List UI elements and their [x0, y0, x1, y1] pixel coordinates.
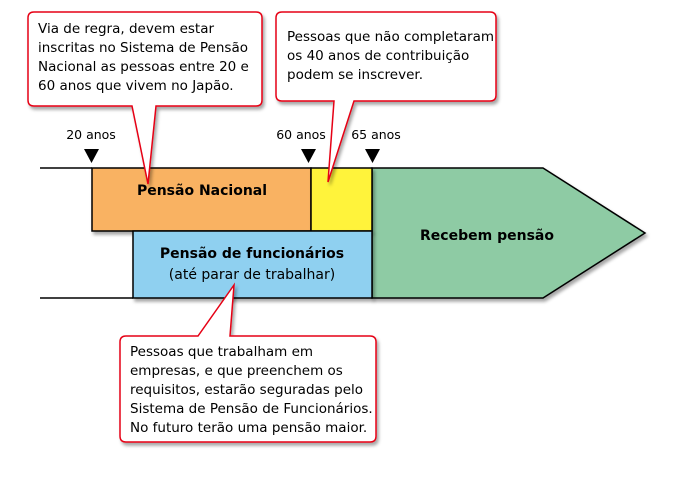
callout-bottom-text: Pessoas que trabalham em empresas, e que…: [130, 344, 377, 436]
callout-top-right: [275, 11, 497, 183]
employees-pension-note: (até parar de trabalhar): [169, 267, 335, 283]
national-pension-block: [91, 167, 312, 232]
employees-pension-block: [132, 230, 373, 299]
callout-bottom: [119, 282, 377, 443]
age-65-label: 65 anos: [351, 127, 401, 142]
age-60-label: 60 anos: [276, 127, 326, 142]
callout-top-left-text: Via de regra, devem estar inscritas no S…: [38, 21, 253, 94]
age-65-marker-icon: [365, 149, 380, 163]
age-60-marker-icon: [301, 149, 316, 163]
age-20-marker-icon: [84, 149, 99, 163]
optional-enrollment-block: [310, 167, 373, 232]
callout-top-left: [27, 11, 263, 185]
receive-pension-label: Recebem pensão: [420, 228, 554, 244]
national-pension-label: Pensão Nacional: [137, 183, 267, 199]
age-20-label: 20 anos: [66, 127, 116, 142]
callout-top-right-text: Pessoas que não completaram os 40 anos d…: [287, 29, 498, 83]
employees-pension-label: Pensão de funcionários: [160, 246, 344, 262]
